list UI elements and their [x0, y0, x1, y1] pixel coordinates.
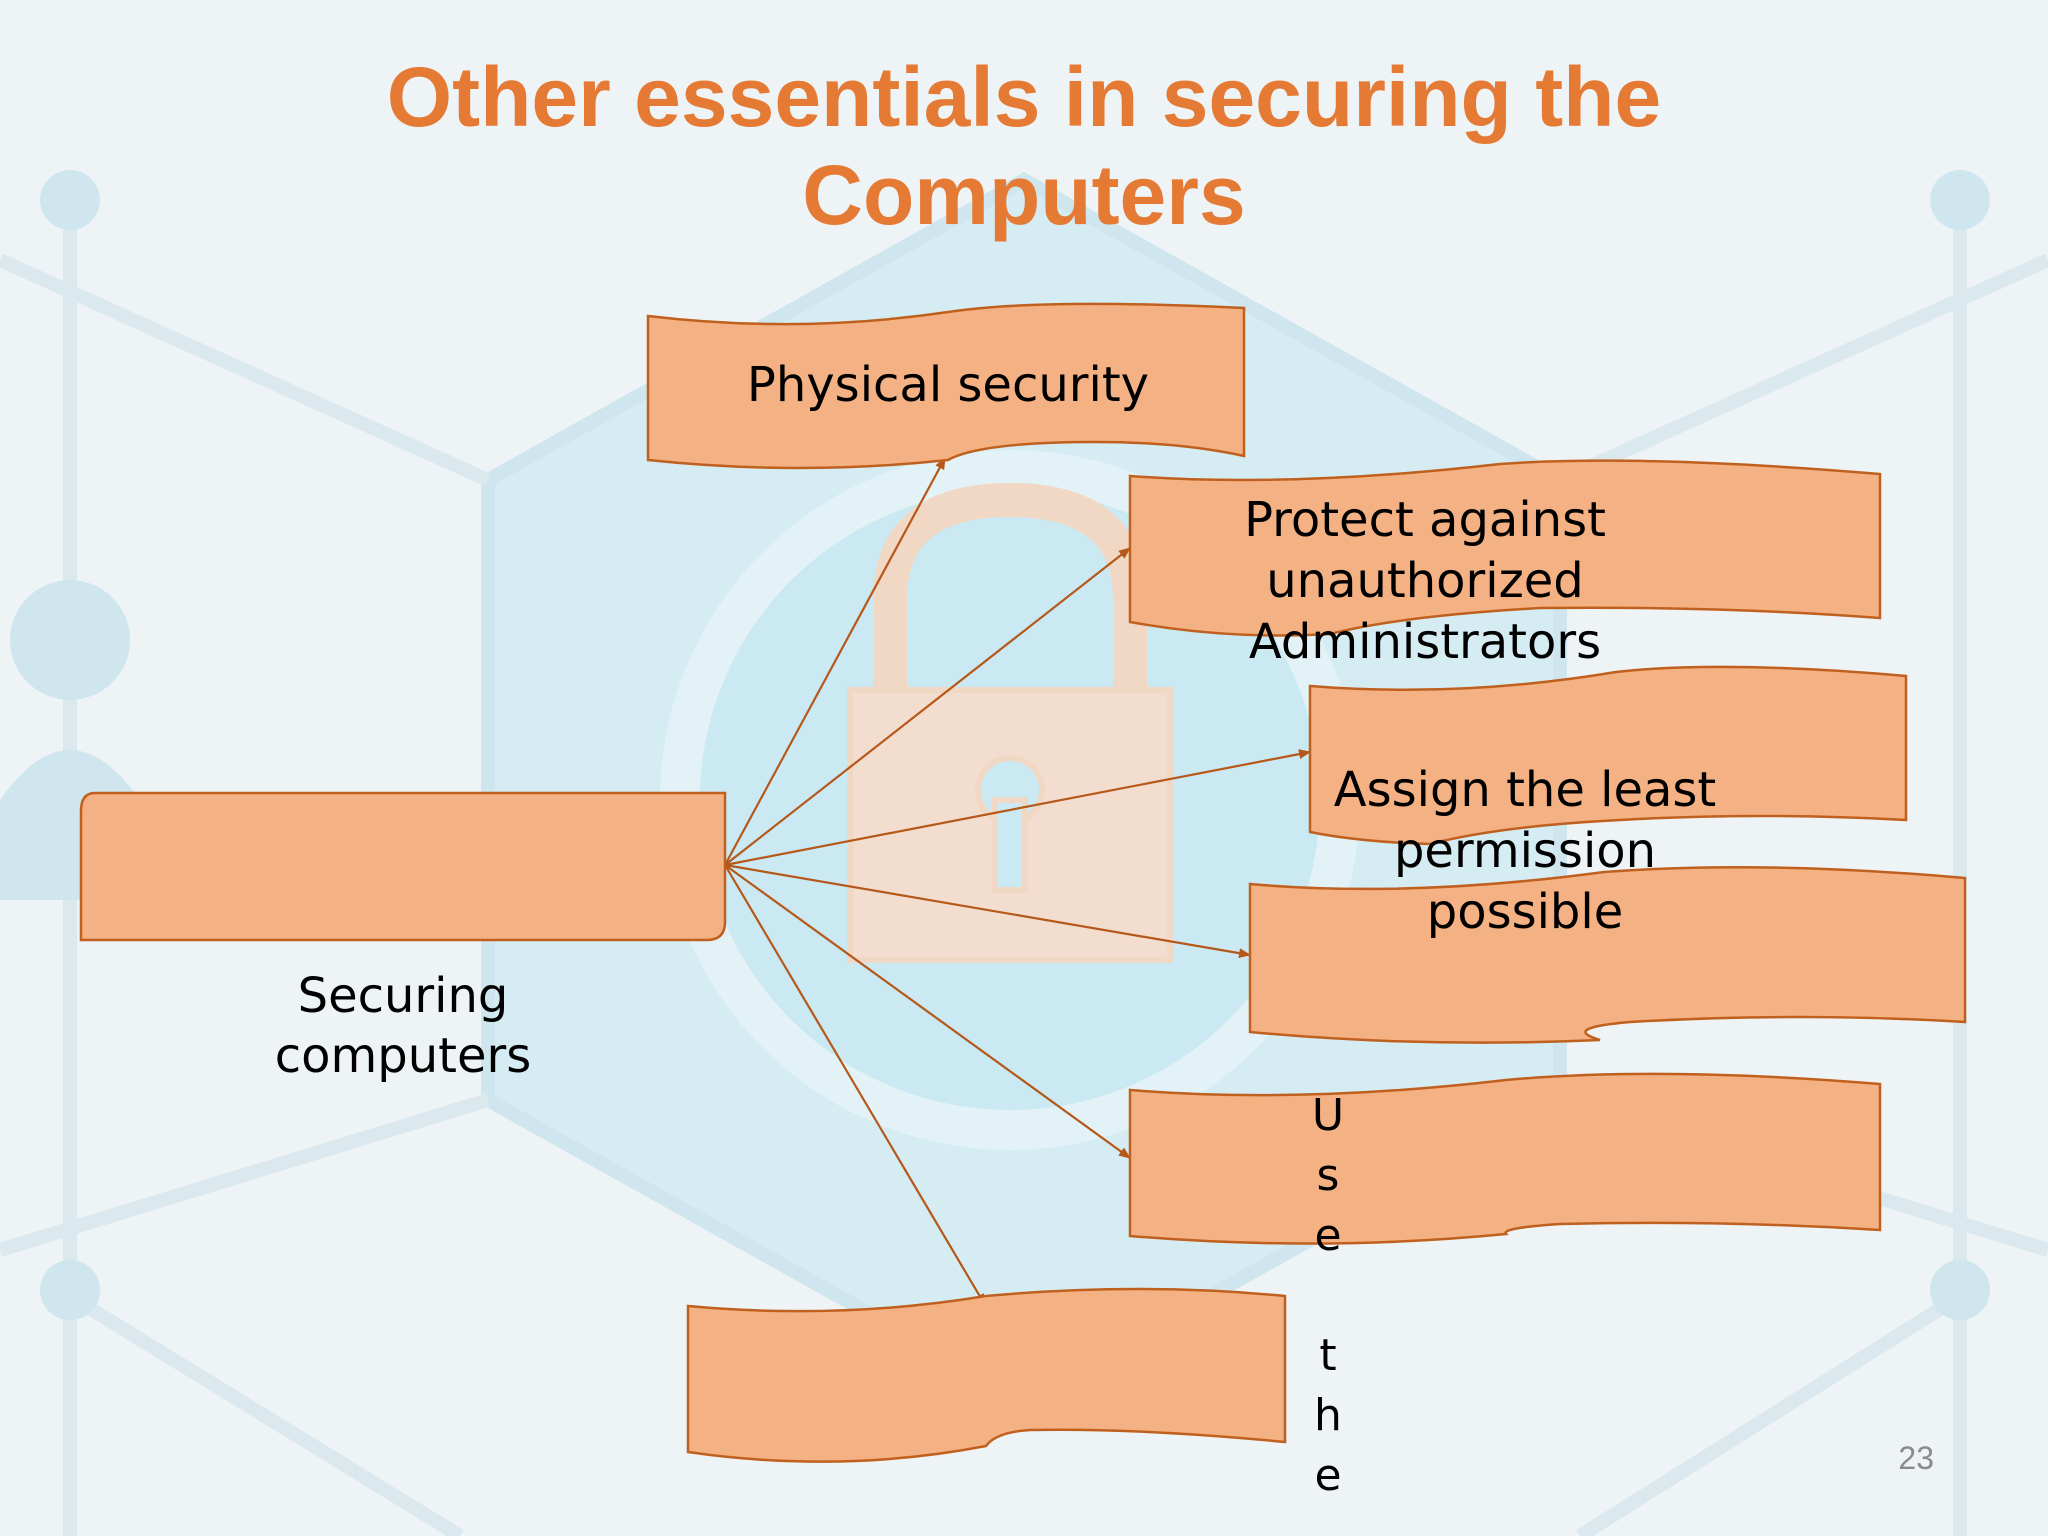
- center-node-box: [79, 791, 727, 942]
- arrow-to-empty-node-2: [724, 864, 986, 1306]
- node-protect-admins-label: Protect against unauthorized Administrat…: [1244, 492, 1606, 670]
- node-physical-security-label: Physical security: [746, 357, 1150, 413]
- arrow-to-least-permission: [724, 749, 1311, 867]
- node-physical-security-box: [646, 302, 1246, 470]
- node-use-the-box: [1128, 1072, 1882, 1245]
- arrow-to-use-the: [724, 864, 1131, 1159]
- arrow-to-protect-admins: [724, 547, 1131, 866]
- node-empty-2-box: [686, 1287, 1287, 1463]
- node-protect-admins-box: [1128, 459, 1882, 637]
- title-line-2: Computers: [802, 148, 1246, 242]
- page-number: 23: [1898, 1440, 1934, 1476]
- arrow-to-empty-node-1: [724, 863, 1251, 959]
- center-node-label: Securing computers: [274, 968, 532, 1084]
- lock-icon: [847, 482, 1173, 963]
- node-least-permission-label: Assign the least permission possible: [1333, 762, 1717, 940]
- arrow-to-physical-security: [724, 457, 946, 866]
- node-empty-1-box: [1248, 865, 1967, 1044]
- node-use-the-label: U s e t h e: [1311, 1090, 1345, 1501]
- slide-title: Other essentials in securing the Compute…: [0, 48, 2048, 244]
- title-line-1: Other essentials in securing the: [386, 50, 1662, 144]
- node-least-permission-box: [1308, 665, 1908, 846]
